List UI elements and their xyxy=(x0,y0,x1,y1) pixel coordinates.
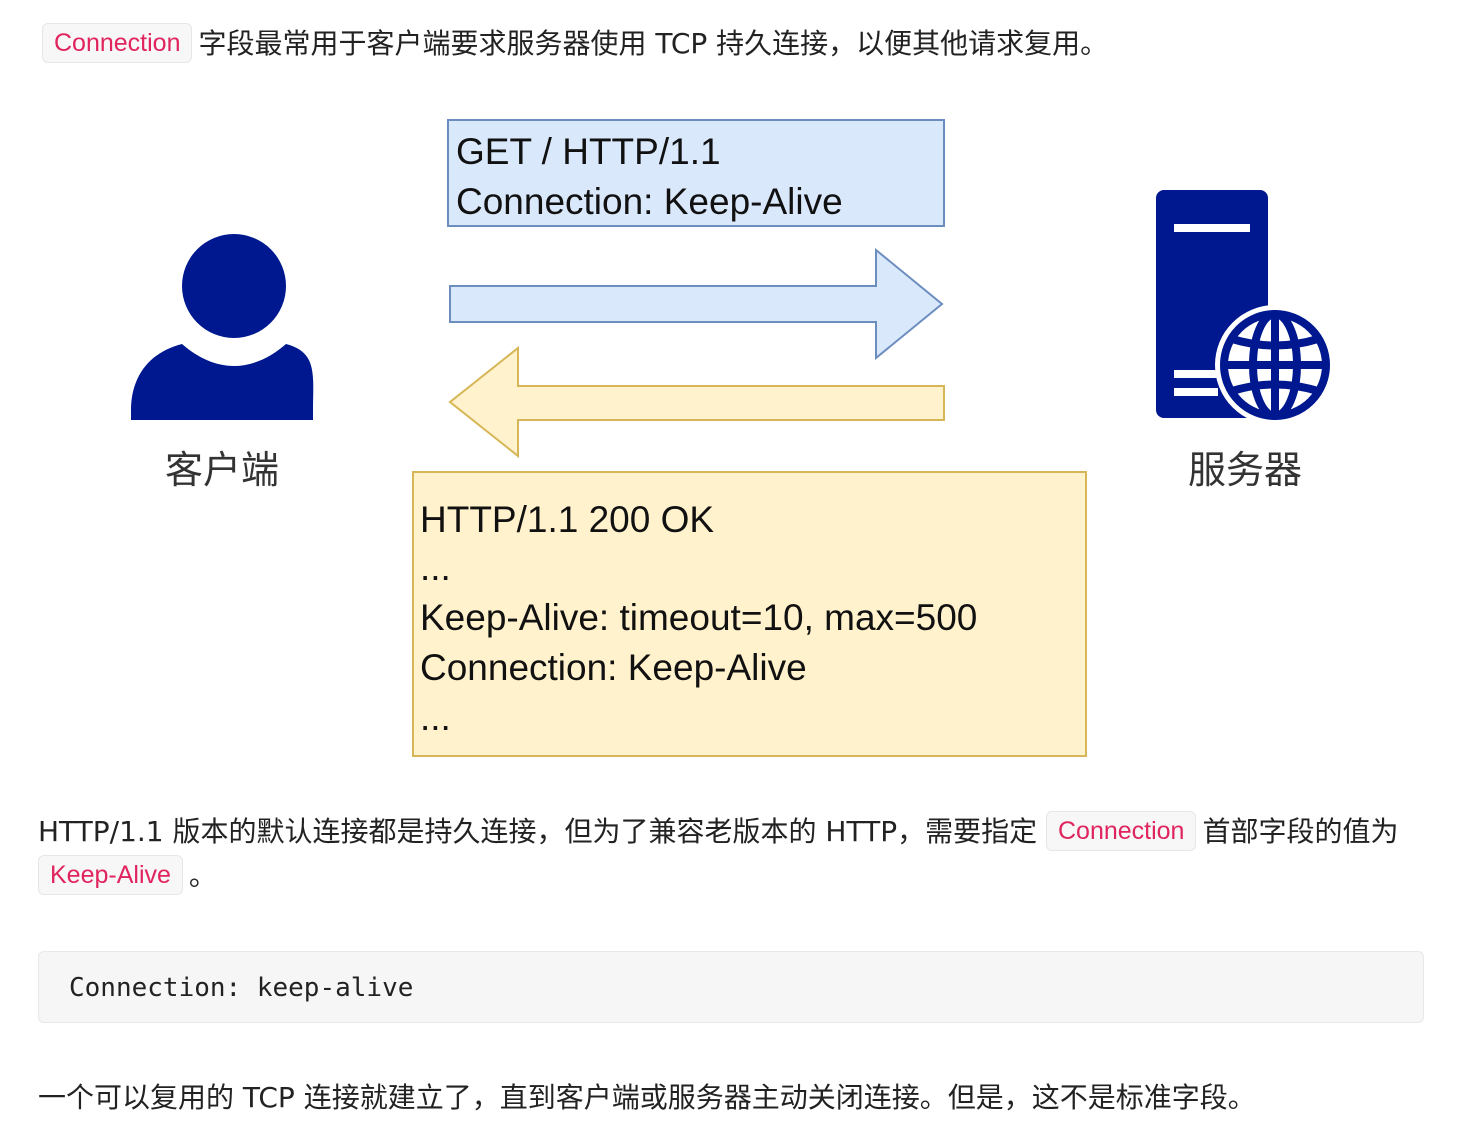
response-arrow xyxy=(448,345,945,459)
request-line: Connection: Keep-Alive xyxy=(456,181,843,222)
inline-code-keep-alive: Keep-Alive xyxy=(38,855,183,895)
response-line: ... xyxy=(420,697,451,738)
code-block: Connection: keep-alive xyxy=(38,951,1424,1023)
para2-text-c: 。 xyxy=(188,859,217,892)
connection-diagram: 客户端 服务器 GET / HTTP/1.1 Connection: Keep-… xyxy=(131,119,1335,757)
client-label: 客户端 xyxy=(165,448,279,492)
response-line: HTTP/1.1 200 OK xyxy=(420,499,714,540)
server-label: 服务器 xyxy=(1188,448,1302,492)
server-icon xyxy=(1156,190,1335,425)
response-line: ... xyxy=(420,547,451,588)
default-connection-paragraph: HTTP/1.1 版本的默认连接都是持久连接，但为了兼容老版本的 HTTP，需要… xyxy=(38,810,1428,898)
closing-paragraph: 一个可以复用的 TCP 连接就建立了，直到客户端或服务器主动关闭连接。但是，这不… xyxy=(38,1081,1256,1114)
response-line: Connection: Keep-Alive xyxy=(420,647,807,688)
request-line: GET / HTTP/1.1 xyxy=(456,131,721,172)
intro-text: 字段最常用于客户端要求服务器使用 TCP 持久连接，以便其他请求复用。 xyxy=(198,27,1109,60)
request-arrow xyxy=(449,247,944,361)
inline-code-connection-2: Connection xyxy=(1045,811,1197,851)
request-box xyxy=(447,119,945,227)
user-icon xyxy=(131,234,314,420)
response-line: Keep-Alive: timeout=10, max=500 xyxy=(420,597,977,638)
para2-text-b: 首部字段的值为 xyxy=(1202,815,1399,848)
response-box xyxy=(412,471,1087,757)
inline-code-connection: Connection xyxy=(42,23,193,63)
para2-text-a: HTTP/1.1 版本的默认连接都是持久连接，但为了兼容老版本的 HTTP，需要… xyxy=(38,815,1038,848)
